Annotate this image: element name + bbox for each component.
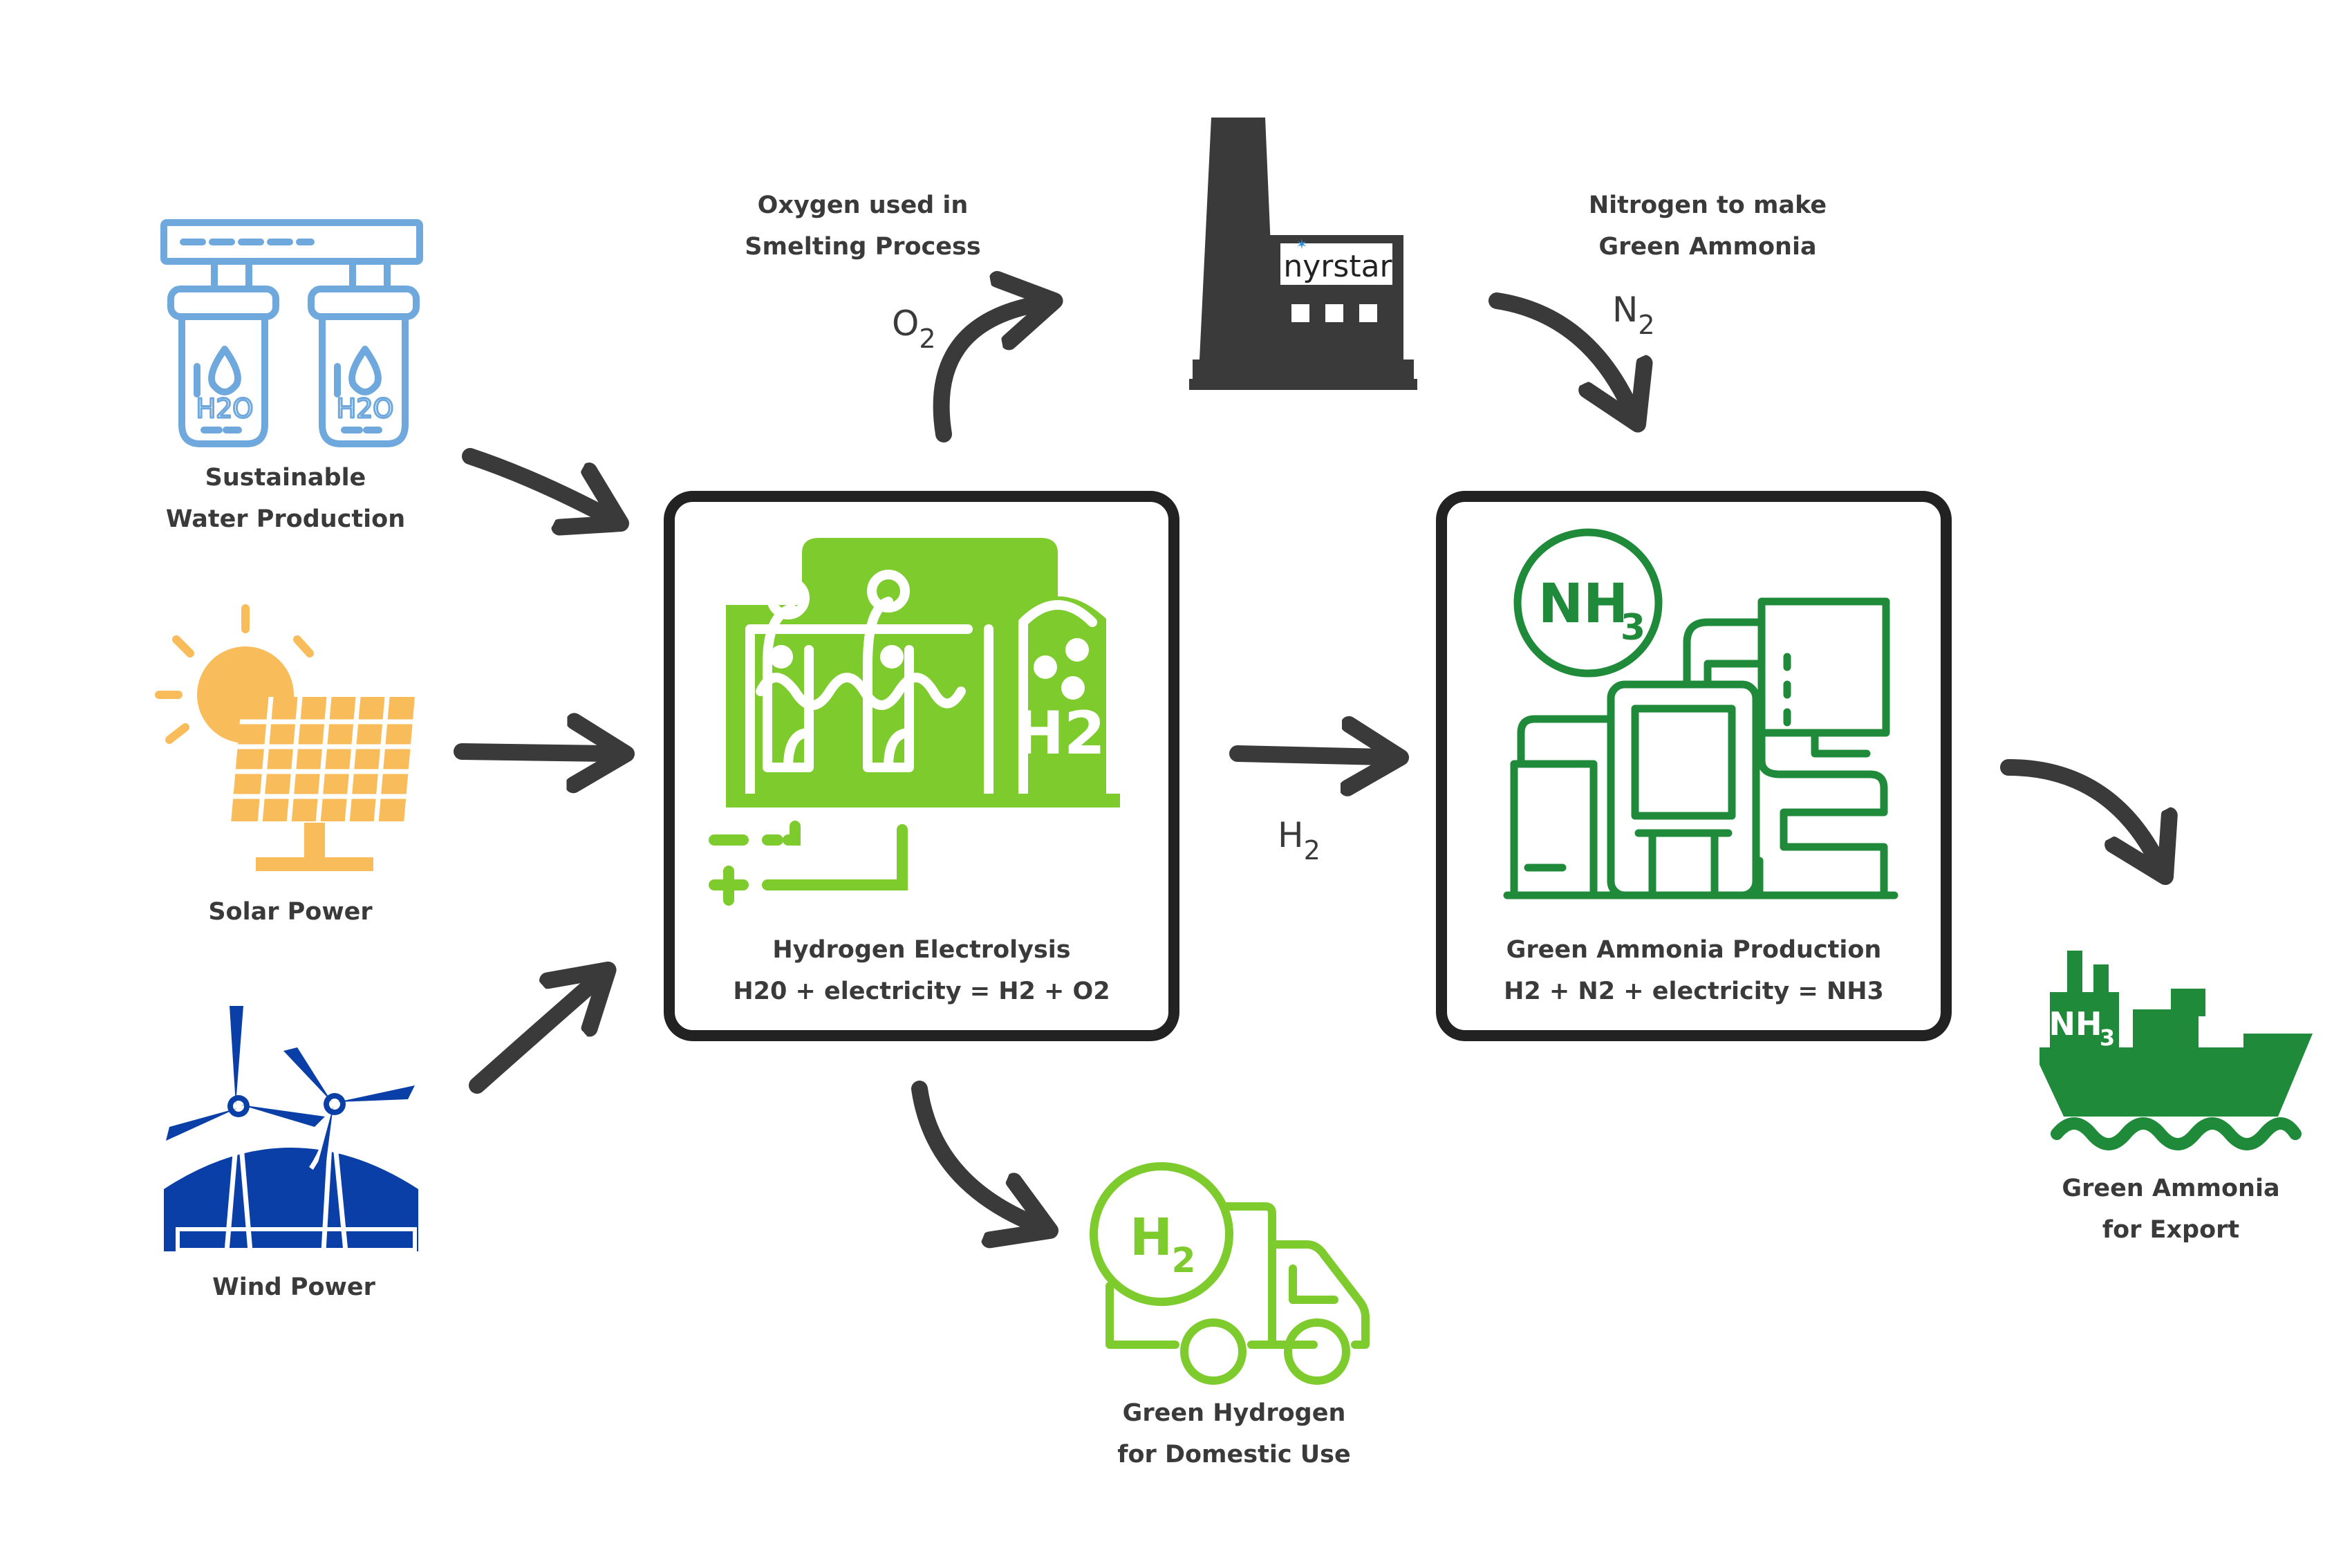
nyrstar-star-icon: ✶ (1296, 236, 1308, 252)
solar-label: Solar Power (208, 898, 373, 926)
electrolysis-equation: H20 + electricity = H2 + O2 (733, 978, 1110, 1005)
arrow-wind-to-electrolysis (469, 982, 595, 1094)
oxygen-formula: O2 (892, 304, 936, 354)
ammonia-plant-icon: NH 3 (1503, 528, 1898, 899)
ammonia-box (1436, 491, 1952, 1041)
water-icon-h2o-label-2: H2O (337, 393, 394, 424)
water-label-line1: Sustainable (205, 464, 366, 492)
nitrogen-label-line2: Green Ammonia (1598, 233, 1816, 261)
electrolysis-title: Hydrogen Electrolysis (772, 936, 1070, 964)
arrows (454, 292, 2157, 1224)
arrow-ammonia-to-export (2000, 759, 2157, 861)
truck-icon-2-label: 2 (1172, 1240, 1196, 1280)
water-filter-icon: H2O H2O (160, 219, 423, 447)
export-label-line1: Green Ammonia (2062, 1175, 2279, 1202)
arrow-hydrogen-to-ammonia (1229, 754, 1383, 757)
export-label-line2: for Export (2102, 1216, 2239, 1244)
electrolysis-icon: H2 (709, 538, 1120, 906)
ammonia-icon-3-label: 3 (1621, 607, 1645, 648)
oxygen-label-line2: Smelting Process (745, 233, 980, 261)
hydrogen-formula: H2 (1278, 815, 1320, 866)
nyrstar-brand-text: nyrstar (1283, 249, 1392, 284)
ammonia-ship-icon: NH 3 (2040, 951, 2313, 1150)
oxygen-label-line1: Oxygen used in (758, 192, 969, 219)
water-label-line2: Water Production (166, 505, 405, 533)
arrow-electrolysis-to-domestic (911, 1081, 1034, 1224)
wind-turbine-icon (164, 1006, 418, 1252)
electrolysis-icon-h2-label: H2 (1014, 699, 1105, 768)
arrow-nitrogen-to-ammonia (1488, 292, 1630, 408)
ammonia-title: Green Ammonia Production (1506, 936, 1882, 964)
nitrogen-formula: N2 (1612, 290, 1655, 340)
ship-icon-nh-label: NH (2049, 1005, 2102, 1043)
solar-panel-icon (155, 604, 415, 871)
arrow-water-to-electrolysis (462, 448, 605, 515)
nitrogen-label-line1: Nitrogen to make (1589, 192, 1827, 219)
nyrstar-logo (1280, 243, 1392, 285)
water-icon-h2o-label: H2O (196, 393, 254, 424)
truck-icon-h-label: H (1130, 1208, 1173, 1267)
smelter-factory-icon (1189, 118, 1417, 390)
ship-icon-3-label: 3 (2100, 1025, 2115, 1051)
arrow-solar-to-electrolysis (454, 752, 608, 754)
arrow-oxygen-to-smelter (933, 304, 1037, 442)
domestic-label-line2: for Domestic Use (1117, 1441, 1351, 1468)
domestic-label-line1: Green Hydrogen (1123, 1399, 1346, 1427)
hydrogen-truck-icon: H 2 (1090, 1162, 1370, 1385)
ammonia-equation: H2 + N2 + electricity = NH3 (1504, 978, 1884, 1005)
wind-label: Wind Power (212, 1273, 376, 1301)
ammonia-icon-nh-label: NH (1538, 573, 1629, 635)
